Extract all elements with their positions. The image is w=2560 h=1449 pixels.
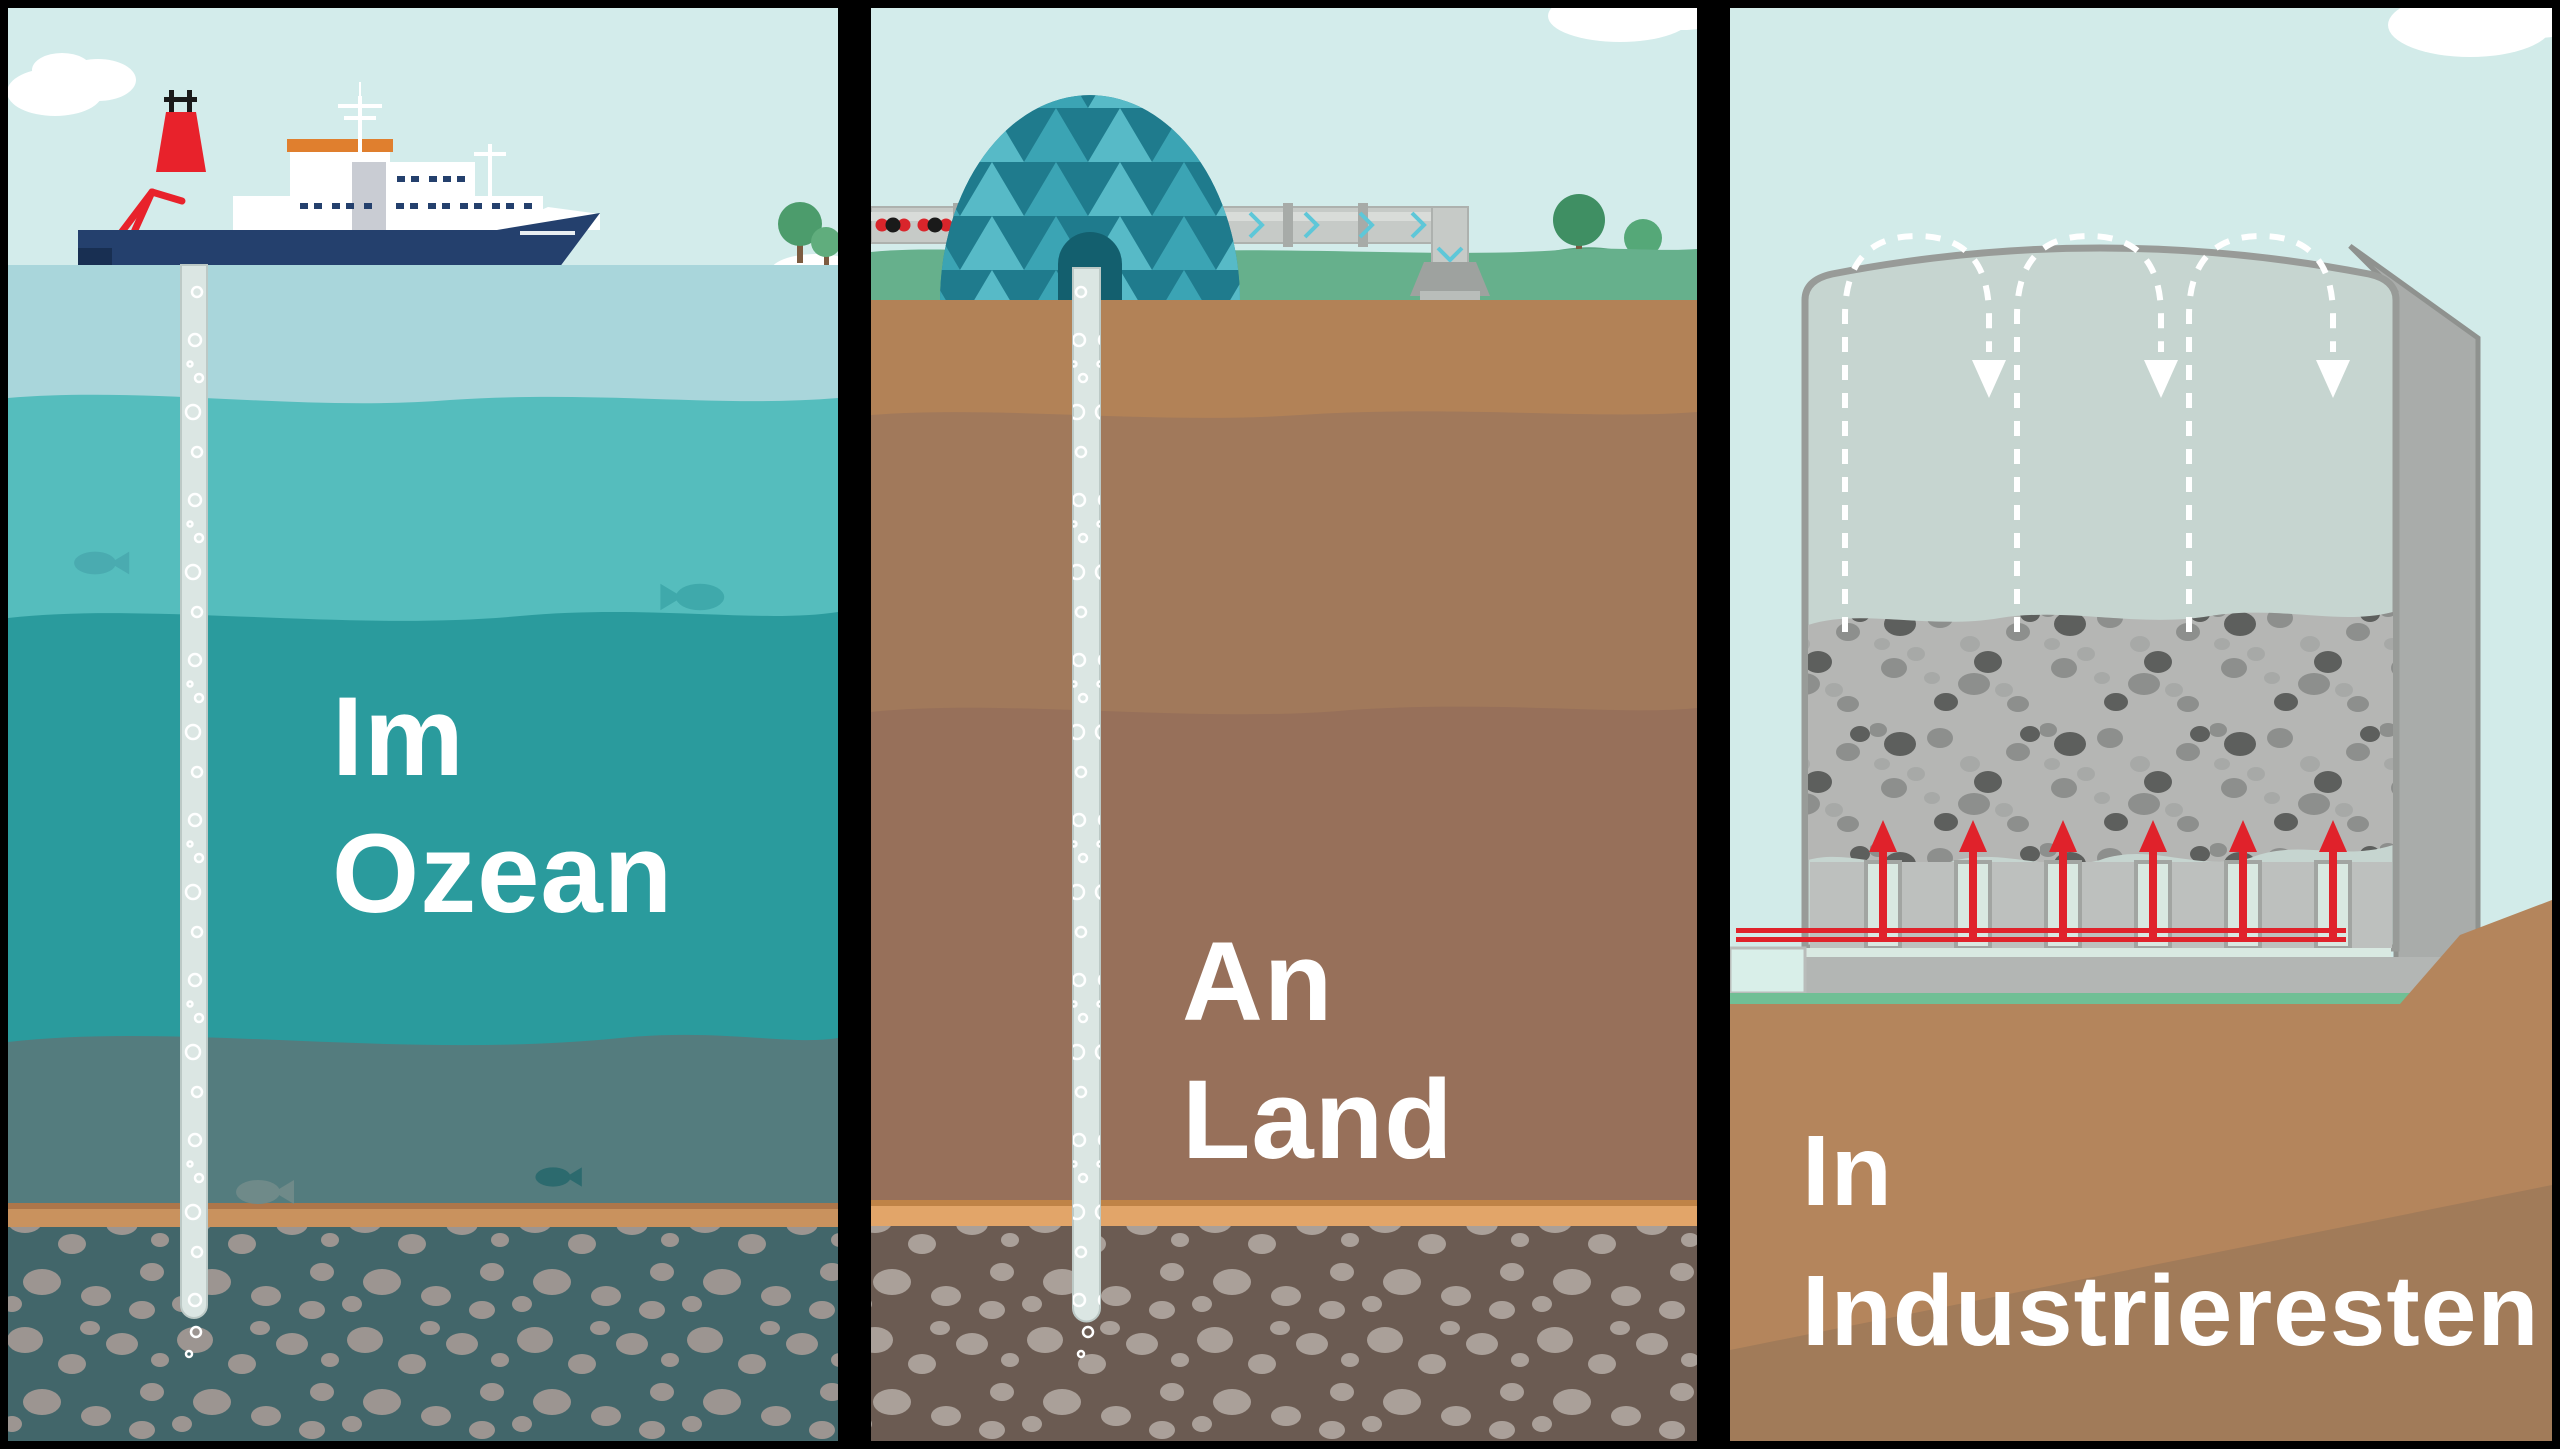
storage-dome-icon xyxy=(940,95,1240,302)
cabin-roof xyxy=(287,139,393,152)
panel-label-land-line1: An xyxy=(1182,919,1333,1044)
bubbles-icon xyxy=(184,1325,203,1359)
panel-label-ocean-line2: Ozean xyxy=(332,811,673,936)
panel-ocean: Im Ozean xyxy=(8,8,838,1441)
bubbles-icon xyxy=(1076,1325,1095,1359)
panel-label-industrial-line2: Industrieresten xyxy=(1802,1255,2539,1367)
industrial-container-icon xyxy=(1801,232,2481,1008)
foundation xyxy=(1805,957,2478,993)
cloud-icon xyxy=(1548,8,1697,42)
funnel-icon xyxy=(156,90,206,172)
panel-industrial: In Industrieresten xyxy=(1730,8,2552,1441)
panel-label-land-line2: Land xyxy=(1182,1057,1454,1182)
panel-land: An Land xyxy=(871,8,1697,1441)
mast-icon xyxy=(338,82,506,196)
tree-icon xyxy=(778,202,838,272)
ground-shade xyxy=(1730,1185,2552,1441)
wellhead-icon xyxy=(1410,262,1490,296)
ship-windows xyxy=(300,176,532,209)
inlet-pipe xyxy=(1730,946,1807,995)
earth-mound xyxy=(2400,900,2552,1004)
co2-injection-arrows xyxy=(1736,820,2347,942)
container-base xyxy=(1810,862,2392,948)
research-vessel-icon xyxy=(78,82,600,277)
cloud-icon xyxy=(2388,8,2552,57)
down-arrowhead-icon xyxy=(1972,360,2350,398)
injection-pipe-land xyxy=(1072,267,1101,1359)
panel-label-ocean-line1: Im xyxy=(332,674,465,799)
hull xyxy=(78,213,600,277)
flow-chevrons xyxy=(1248,211,1427,239)
turf-strip xyxy=(1730,993,2552,1004)
panel-label-industrial-line1: In xyxy=(1802,1115,1893,1227)
injection-pipe-ocean xyxy=(180,264,208,1359)
